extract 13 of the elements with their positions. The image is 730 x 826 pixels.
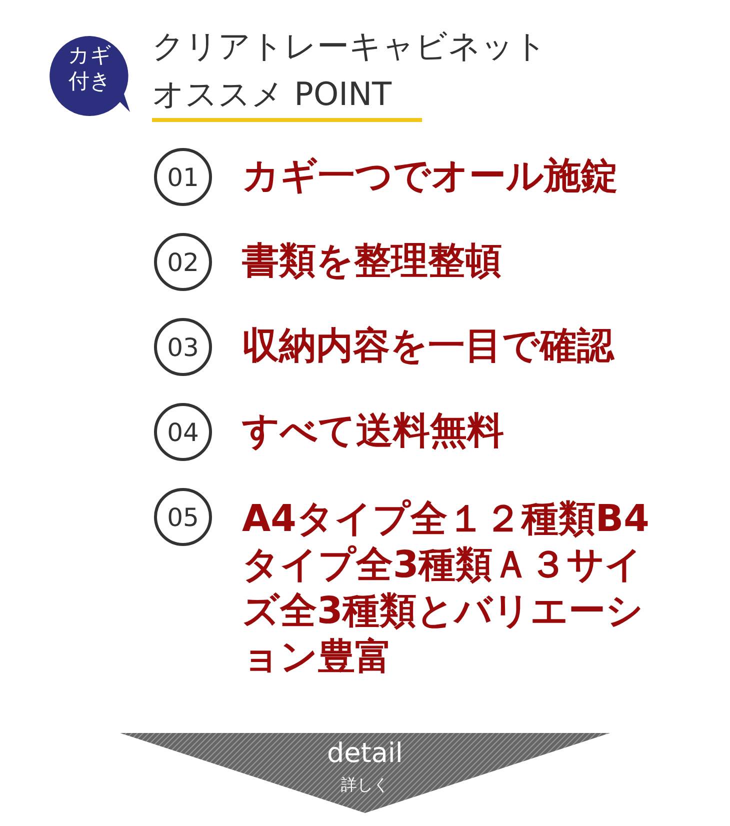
- number-circle: 04: [154, 403, 212, 461]
- number-circle: 02: [154, 233, 212, 291]
- chevron-label: detail: [326, 738, 404, 769]
- number-circle: 05: [154, 488, 212, 546]
- point-text: すべて送料無料: [242, 408, 504, 454]
- number-circle: 03: [154, 318, 212, 376]
- number-circle: 01: [154, 148, 212, 206]
- point-text: 収納内容を一目で確認: [242, 323, 614, 369]
- chevron-label: 詳しく: [340, 775, 390, 796]
- badge-label: カギ付き: [67, 42, 113, 94]
- point-text: カギ一つでオール施錠: [242, 153, 618, 199]
- point-text: 書類を整理整頓: [242, 238, 502, 284]
- point-text: A4タイプ全１２種類B4タイプ全3種類Ａ３サイズ全3種類とバリエーション豊富: [242, 496, 650, 680]
